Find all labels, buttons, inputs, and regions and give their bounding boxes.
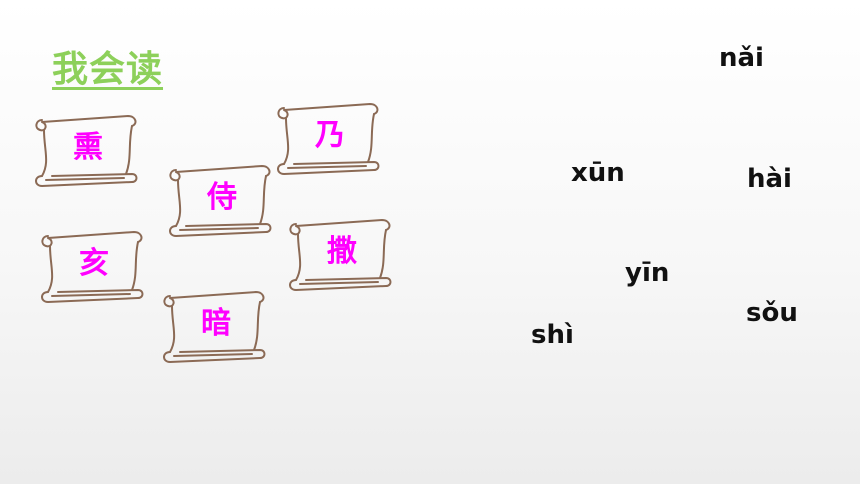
scroll-icon bbox=[169, 165, 272, 237]
scroll-icon bbox=[35, 115, 138, 187]
pinyin-label[interactable]: yīn bbox=[625, 258, 670, 288]
character-card[interactable]: 乃 bbox=[274, 98, 386, 178]
character-label: 暗 bbox=[201, 306, 231, 341]
scroll-icon bbox=[277, 103, 380, 175]
character-label: 亥 bbox=[79, 246, 109, 281]
scroll-icon bbox=[289, 219, 392, 291]
character-card[interactable]: 亥 bbox=[38, 226, 150, 306]
character-label: 撒 bbox=[327, 234, 357, 269]
scroll-icon bbox=[163, 291, 266, 363]
character-label: 乃 bbox=[315, 118, 345, 153]
lesson-title: 我会读 bbox=[52, 49, 164, 90]
character-label: 熏 bbox=[73, 130, 103, 165]
pinyin-label[interactable]: shì bbox=[531, 320, 574, 350]
character-card[interactable]: 熏 bbox=[32, 110, 144, 190]
pinyin-label[interactable]: sǒu bbox=[746, 298, 798, 328]
character-card[interactable]: 暗 bbox=[160, 286, 272, 366]
scroll-icon bbox=[41, 231, 144, 303]
pinyin-label[interactable]: hài bbox=[747, 164, 792, 194]
pinyin-label[interactable]: nǎi bbox=[719, 43, 764, 73]
pinyin-label[interactable]: xūn bbox=[571, 158, 625, 188]
character-card[interactable]: 撒 bbox=[286, 214, 398, 294]
character-card[interactable]: 侍 bbox=[166, 160, 278, 240]
character-label: 侍 bbox=[207, 180, 237, 215]
